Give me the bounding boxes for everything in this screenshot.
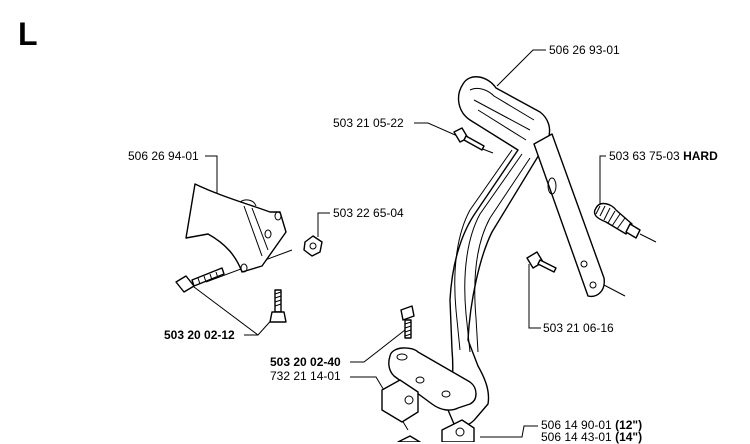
damper-12-number: 506 14 90-01 [541,418,612,432]
vibration-spring-note: HARD [683,149,718,163]
label-screws-guard: 503 20 02-12 [164,328,235,342]
label-screw-bracket: 503 20 02-40 [270,355,341,369]
vibration-spring [593,202,657,243]
side-screw [526,251,557,273]
label-vibration-damper-14: 506 14 43-01 (14") [541,431,642,444]
label-vibration-damper-12: 506 14 90-01 (12") [541,419,642,432]
label-vibration-spring: 503 63 75-03 HARD [609,150,718,163]
label-guard: 506 26 94-01 [128,149,199,163]
nut [303,235,323,257]
top-screw [453,127,485,151]
guard [185,183,287,273]
vibration-spring-number: 503 63 75-03 [609,149,680,163]
damper-12-note: (12") [615,418,643,432]
section-letter: L [18,16,38,52]
guard-screw-vertical [269,289,287,323]
damper-14-number: 506 14 43-01 [541,430,612,444]
handle-bracket [381,347,477,442]
label-bracket: 732 21 14-01 [270,369,341,383]
label-nut: 503 22 65-04 [333,206,404,220]
label-screw-side: 503 21 06-16 [543,321,614,335]
label-screw-top: 503 21 05-22 [333,116,404,130]
guard-screw-horizontal [175,267,225,293]
label-handle: 506 26 93-01 [549,43,620,57]
bracket-screw [400,305,415,339]
front-handle [447,76,605,427]
damper-14-note: (14") [615,430,643,444]
